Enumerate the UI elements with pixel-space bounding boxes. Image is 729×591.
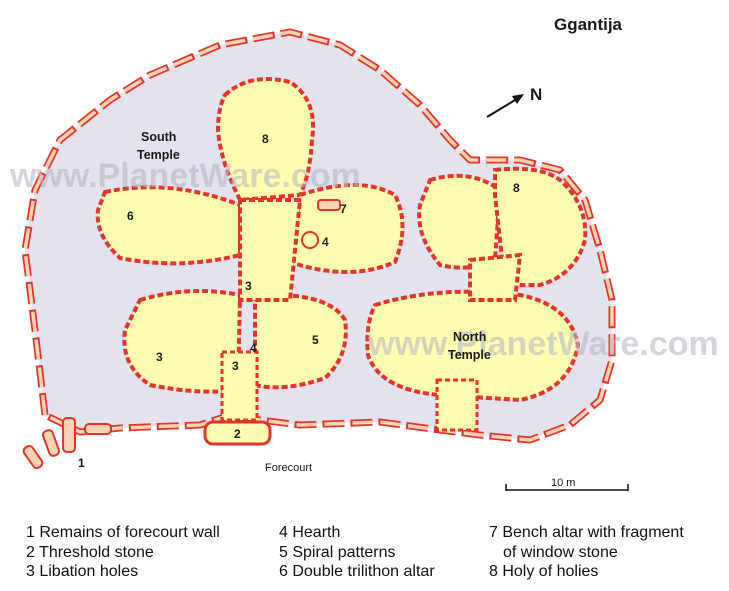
apse-5: [253, 292, 348, 390]
label-3-b: 3: [232, 359, 239, 373]
south-entrance: [220, 350, 259, 422]
legend-item-8: 8 Holy of holies: [489, 563, 599, 580]
scale-label: 10 m: [551, 477, 575, 489]
map-title: Ggantija: [554, 15, 623, 34]
north-passage: [468, 252, 523, 302]
apse-8-south: [215, 77, 315, 203]
forecourt-wall-remains: [22, 417, 112, 470]
label-8-a: 8: [262, 132, 269, 146]
outer-enclosure-stones: [23, 30, 614, 442]
apse-3-south: [122, 289, 243, 394]
threshold-stone: [203, 420, 272, 446]
apse-7: [287, 183, 405, 274]
north-label: N: [530, 85, 542, 104]
legend-column-3: 7 Bench altar with fragment of window st…: [489, 523, 684, 582]
legend-item-3: 3 Libation holes: [26, 563, 139, 580]
legend-item-4: 4 Hearth: [279, 524, 341, 541]
label-3-a: 3: [245, 279, 252, 293]
legend-item-1: 1 Remains of forecourt wall: [26, 524, 220, 541]
north-temple: [365, 166, 588, 403]
south-temple-label-2: Temple: [137, 148, 180, 162]
bench-altar-feature: [317, 199, 341, 211]
watermark-2: www.PlanetWare.com: [367, 325, 719, 363]
apse-6: [95, 185, 242, 266]
legend-item-2: 2 Threshold stone: [26, 543, 154, 561]
legend-item-6: 6 Double trilithon altar: [279, 563, 435, 580]
legend-item-7-cont: of window stone: [503, 543, 618, 561]
hearth-feature: [301, 231, 319, 249]
label-4-b: 4: [250, 341, 257, 355]
north-temple-label-2: Temple: [448, 348, 491, 362]
south-temple-label-1: South: [141, 130, 176, 144]
label-3-c: 3: [156, 350, 163, 364]
south-temple: [95, 77, 405, 394]
south-passage: [238, 198, 303, 302]
label-5: 5: [312, 333, 319, 347]
forecourt-label: Forecourt: [265, 462, 312, 474]
legend-column-1: 1 Remains of forecourt wall 2 Threshold …: [26, 523, 220, 582]
label-1: 1: [78, 456, 85, 470]
label-7: 7: [340, 202, 347, 216]
north-arrow-head: [512, 94, 524, 104]
label-8-b: 8: [513, 181, 520, 195]
label-4-a: 4: [322, 235, 329, 249]
label-6: 6: [127, 209, 134, 223]
label-2: 2: [234, 427, 241, 441]
legend-item-7: 7 Bench altar with fragment: [489, 524, 684, 541]
temple-plan-map: www.PlanetWare.com www.PlanetWare.com Gg…: [9, 15, 719, 491]
north-temple-label-1: North: [453, 330, 486, 344]
apse-north-left: [417, 173, 503, 270]
scale-bar: [505, 484, 629, 491]
north-arrow: [486, 96, 521, 118]
legend-column-2: 4 Hearth 5 Spiral patterns 6 Double tril…: [279, 523, 435, 582]
legend-item-5: 5 Spiral patterns: [279, 543, 396, 561]
north-entrance: [435, 378, 479, 432]
watermark-1: www.PlanetWare.com: [9, 157, 361, 195]
